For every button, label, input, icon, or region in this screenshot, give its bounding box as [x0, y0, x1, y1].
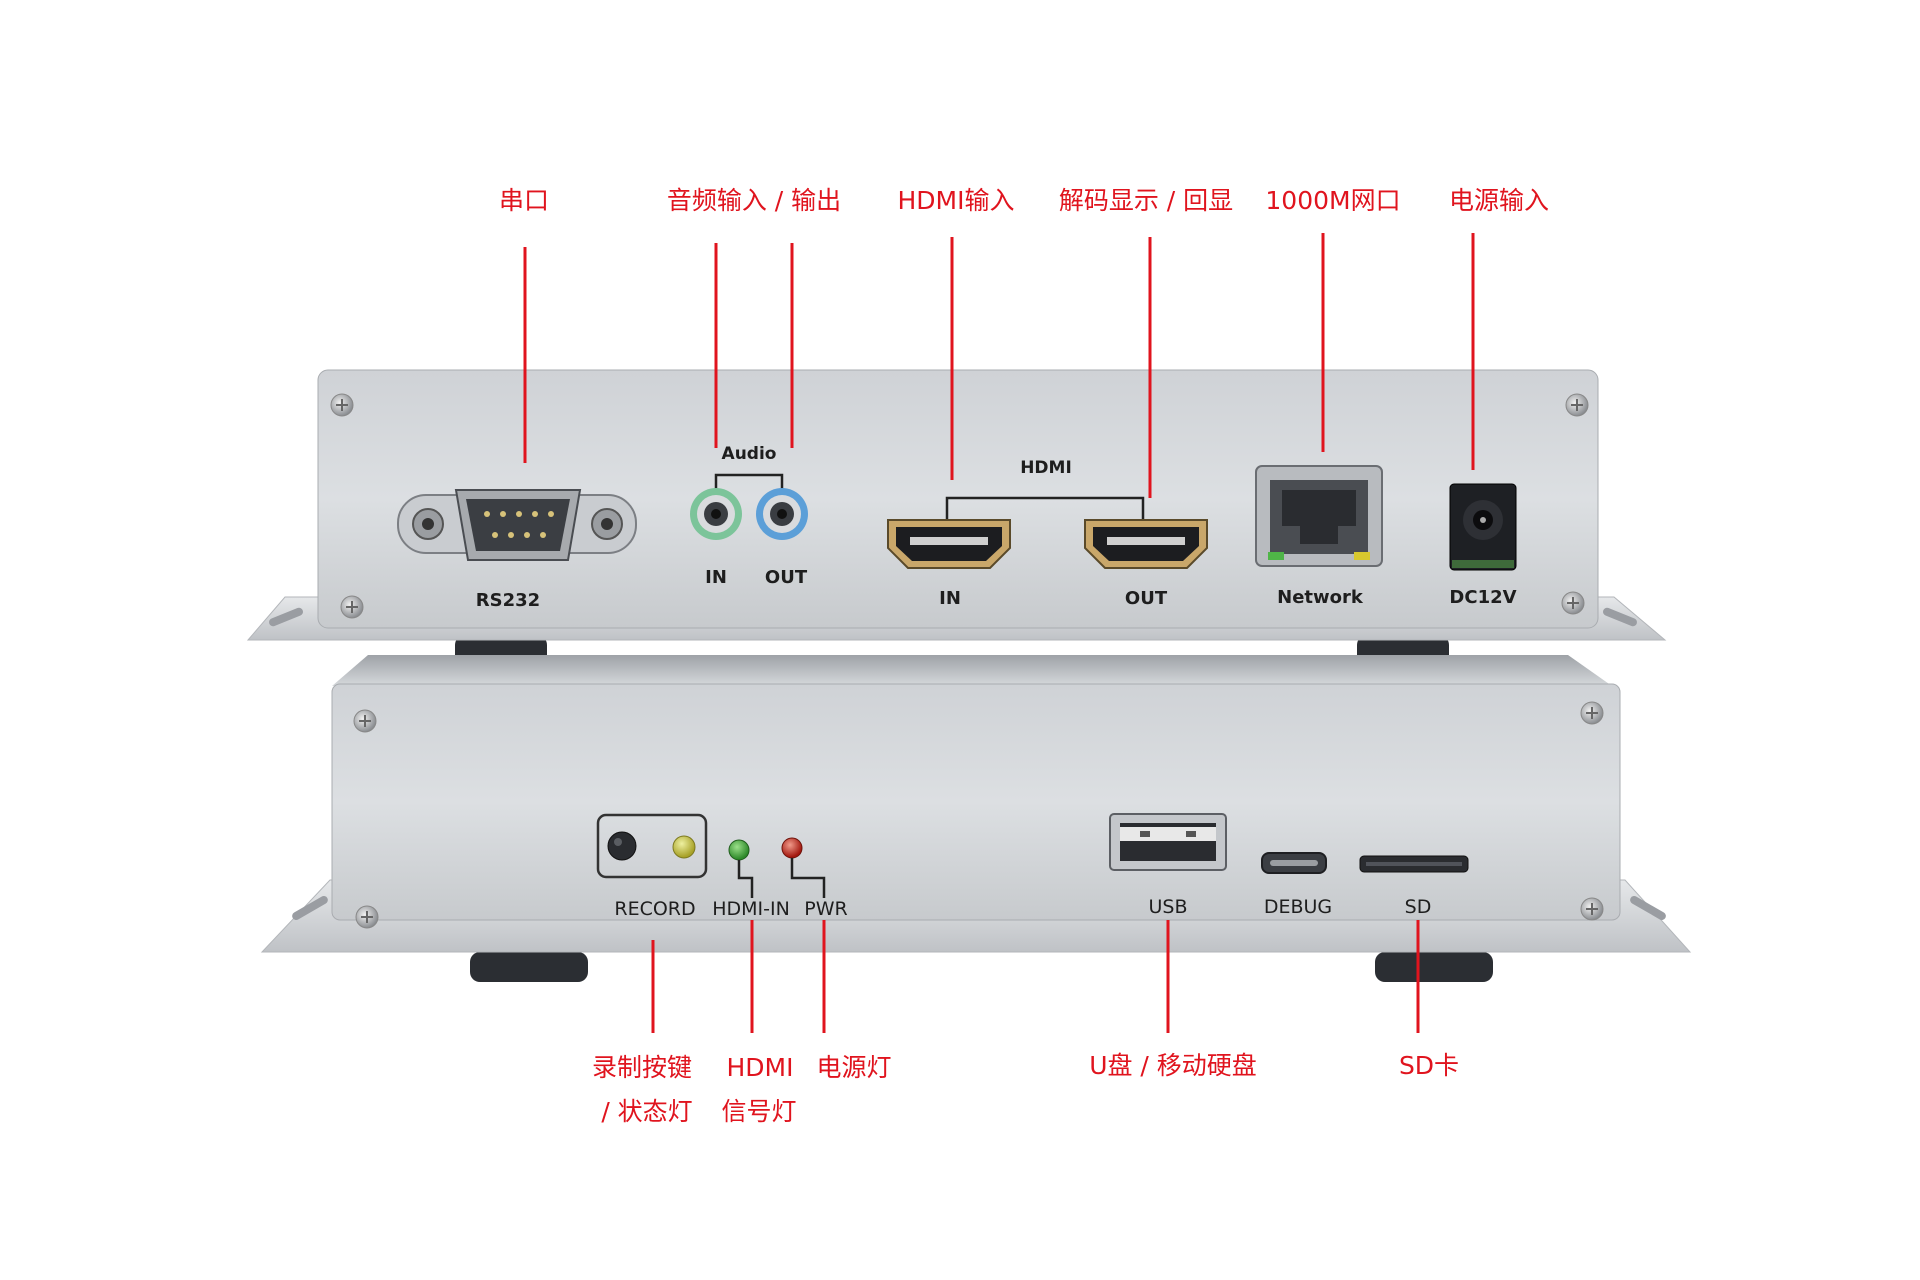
usb-port-icon	[1109, 813, 1227, 871]
callout-record-status: / 状态灯	[601, 1097, 693, 1126]
network-silk-label: Network	[1277, 587, 1363, 608]
usb-silk-label: USB	[1148, 896, 1188, 918]
pwr-led-leader	[790, 858, 826, 898]
screw-icon	[353, 709, 377, 733]
audio-out-jack-icon	[756, 488, 808, 540]
hdmi-in-port-icon	[887, 519, 1011, 569]
sd-card-slot-icon	[1359, 855, 1469, 873]
hdmi-out-port-icon	[1084, 519, 1208, 569]
pwr-silk-label: PWR	[804, 898, 848, 920]
record-silk-label: RECORD	[614, 898, 696, 920]
hdmi-silk-label: HDMI	[1020, 458, 1072, 478]
callout-hdmi-signal: HDMI	[726, 1053, 794, 1082]
bottom-chassis-face	[331, 683, 1621, 921]
callout-hdmi-input: HDMI输入	[897, 186, 1015, 215]
screw-icon	[1580, 701, 1604, 725]
audio-in-silk-label: IN	[705, 567, 727, 588]
power-led-icon	[781, 837, 803, 859]
top-device-rear-panel	[246, 369, 1667, 669]
hdmi-led-leader	[737, 860, 754, 898]
audio-silk-label: Audio	[721, 444, 777, 464]
hdmi-in-led-silk-label: HDMI-IN	[712, 898, 790, 920]
sd-silk-label: SD	[1404, 896, 1432, 918]
flange-slot	[1630, 896, 1666, 920]
record-button-frame	[596, 813, 708, 879]
hdmi-out-silk-label: OUT	[1124, 588, 1168, 609]
hdmi-bracket	[945, 496, 1145, 520]
record-button-icon	[607, 831, 637, 861]
callout-network: 1000M网口	[1265, 186, 1401, 215]
screw-icon	[355, 905, 379, 929]
screw-icon	[1580, 897, 1604, 921]
flange-slot	[292, 896, 328, 920]
dc-power-jack-icon	[1449, 483, 1517, 571]
callout-decode-display: 解码显示 / 回显	[1058, 186, 1234, 215]
callout-power-led: 电源灯	[816, 1053, 892, 1082]
chassis-top-face	[332, 655, 1612, 686]
debug-silk-label: DEBUG	[1263, 896, 1333, 918]
rs232-port-icon	[397, 489, 637, 561]
ethernet-port-icon	[1255, 465, 1383, 567]
callout-power-input: 电源输入	[1448, 186, 1550, 215]
rs232-silk-label: RS232	[475, 590, 541, 611]
callout-sd-card: SD卡	[1398, 1051, 1460, 1080]
audio-bracket	[714, 473, 784, 490]
hdmi-signal-led-icon	[728, 839, 750, 861]
callout-record-key: 录制按键	[591, 1053, 693, 1082]
bottom-device-front-panel	[260, 655, 1692, 982]
rubber-foot	[1375, 952, 1493, 982]
dc12v-silk-label: DC12V	[1449, 587, 1517, 608]
screw-icon	[1565, 393, 1589, 417]
screw-icon	[1561, 591, 1585, 615]
hdmi-in-silk-label: IN	[939, 588, 961, 609]
callout-leader-lines	[523, 233, 1475, 1033]
callout-hdmi-signal-led: 信号灯	[721, 1097, 797, 1126]
rubber-foot	[470, 952, 588, 982]
screw-icon	[330, 393, 354, 417]
debug-micro-usb-icon	[1261, 852, 1327, 874]
screw-icon	[340, 595, 364, 619]
callout-audio-io: 音频输入 / 输出	[666, 186, 842, 215]
record-status-led-icon	[672, 835, 696, 859]
audio-in-jack-icon	[690, 488, 742, 540]
flange-slot	[269, 607, 303, 627]
flange-slot	[1603, 607, 1637, 627]
audio-out-silk-label: OUT	[764, 567, 808, 588]
callout-serial: 串口	[498, 186, 550, 215]
callout-usb-disk: U盘 / 移动硬盘	[1089, 1051, 1257, 1080]
